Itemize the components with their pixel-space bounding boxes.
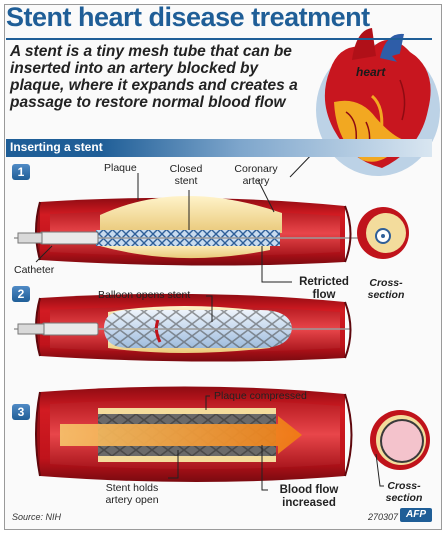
closed-stent-label: Closed stent	[158, 163, 214, 187]
stent-holds-label: Stent holds artery open	[96, 482, 168, 506]
blood-flow-label: Blood flow increased	[268, 484, 350, 510]
title-divider	[6, 38, 432, 40]
stent-holds-label-line1: Stent holds	[105, 482, 159, 494]
intro-text: A stent is a tiny mesh tube that can be …	[10, 43, 298, 111]
step-1-artery	[14, 195, 360, 266]
cross-section-label-3-line2: section	[385, 492, 423, 504]
afp-logo: AFP	[400, 508, 432, 522]
heart-label: heart	[356, 65, 386, 79]
step-2-leader-line	[206, 295, 213, 322]
graphic-code: 270307	[368, 512, 399, 522]
closed-stent-label-line1: Closed	[169, 163, 203, 175]
cross-section-label-1-line1: Cross-	[369, 277, 403, 289]
step-1-leader-lines	[35, 173, 292, 283]
coronary-artery-label-line2: artery	[242, 175, 270, 187]
step-3-artery	[35, 386, 353, 482]
step-3-badge: 3	[12, 404, 30, 420]
section-label: Inserting a stent	[10, 140, 103, 154]
plaque-compressed-label: Plaque compressed	[214, 390, 307, 402]
step-1-cross-section	[357, 207, 409, 259]
coronary-artery-label-line1: Coronary	[234, 163, 278, 175]
blood-flow-label-line1: Blood flow	[279, 484, 339, 496]
balloon-label: Balloon opens stent	[98, 289, 191, 301]
step-3-leader-lines	[168, 395, 384, 491]
plaque-label: Plaque	[104, 162, 137, 174]
source-credit: Source: NIH	[12, 512, 62, 522]
restricted-flow-label-line2: flow	[312, 289, 336, 301]
cross-section-label-1-line2: section	[367, 289, 405, 301]
step-3-cross-section	[370, 410, 430, 470]
page-title: Stent heart disease treatment	[6, 2, 370, 32]
step-2-artery	[14, 293, 352, 362]
section-bar	[6, 139, 432, 157]
catheter-label: Catheter	[14, 264, 55, 276]
cross-section-label-1: Cross- section	[362, 277, 410, 301]
cross-section-label-3-line1: Cross-	[387, 480, 421, 492]
closed-stent-label-line2: stent	[174, 175, 198, 187]
step-2-badge: 2	[12, 286, 30, 302]
restricted-flow-label-line1: Retricted	[299, 276, 349, 288]
cross-section-label-3: Cross- section	[380, 480, 428, 504]
stent-holds-label-line2: artery open	[105, 494, 159, 506]
step-1-badge: 1	[12, 164, 30, 180]
blood-flow-label-line2: increased	[282, 497, 336, 509]
restricted-flow-label: Retricted flow	[292, 276, 356, 302]
coronary-artery-label: Coronary artery	[228, 163, 284, 187]
